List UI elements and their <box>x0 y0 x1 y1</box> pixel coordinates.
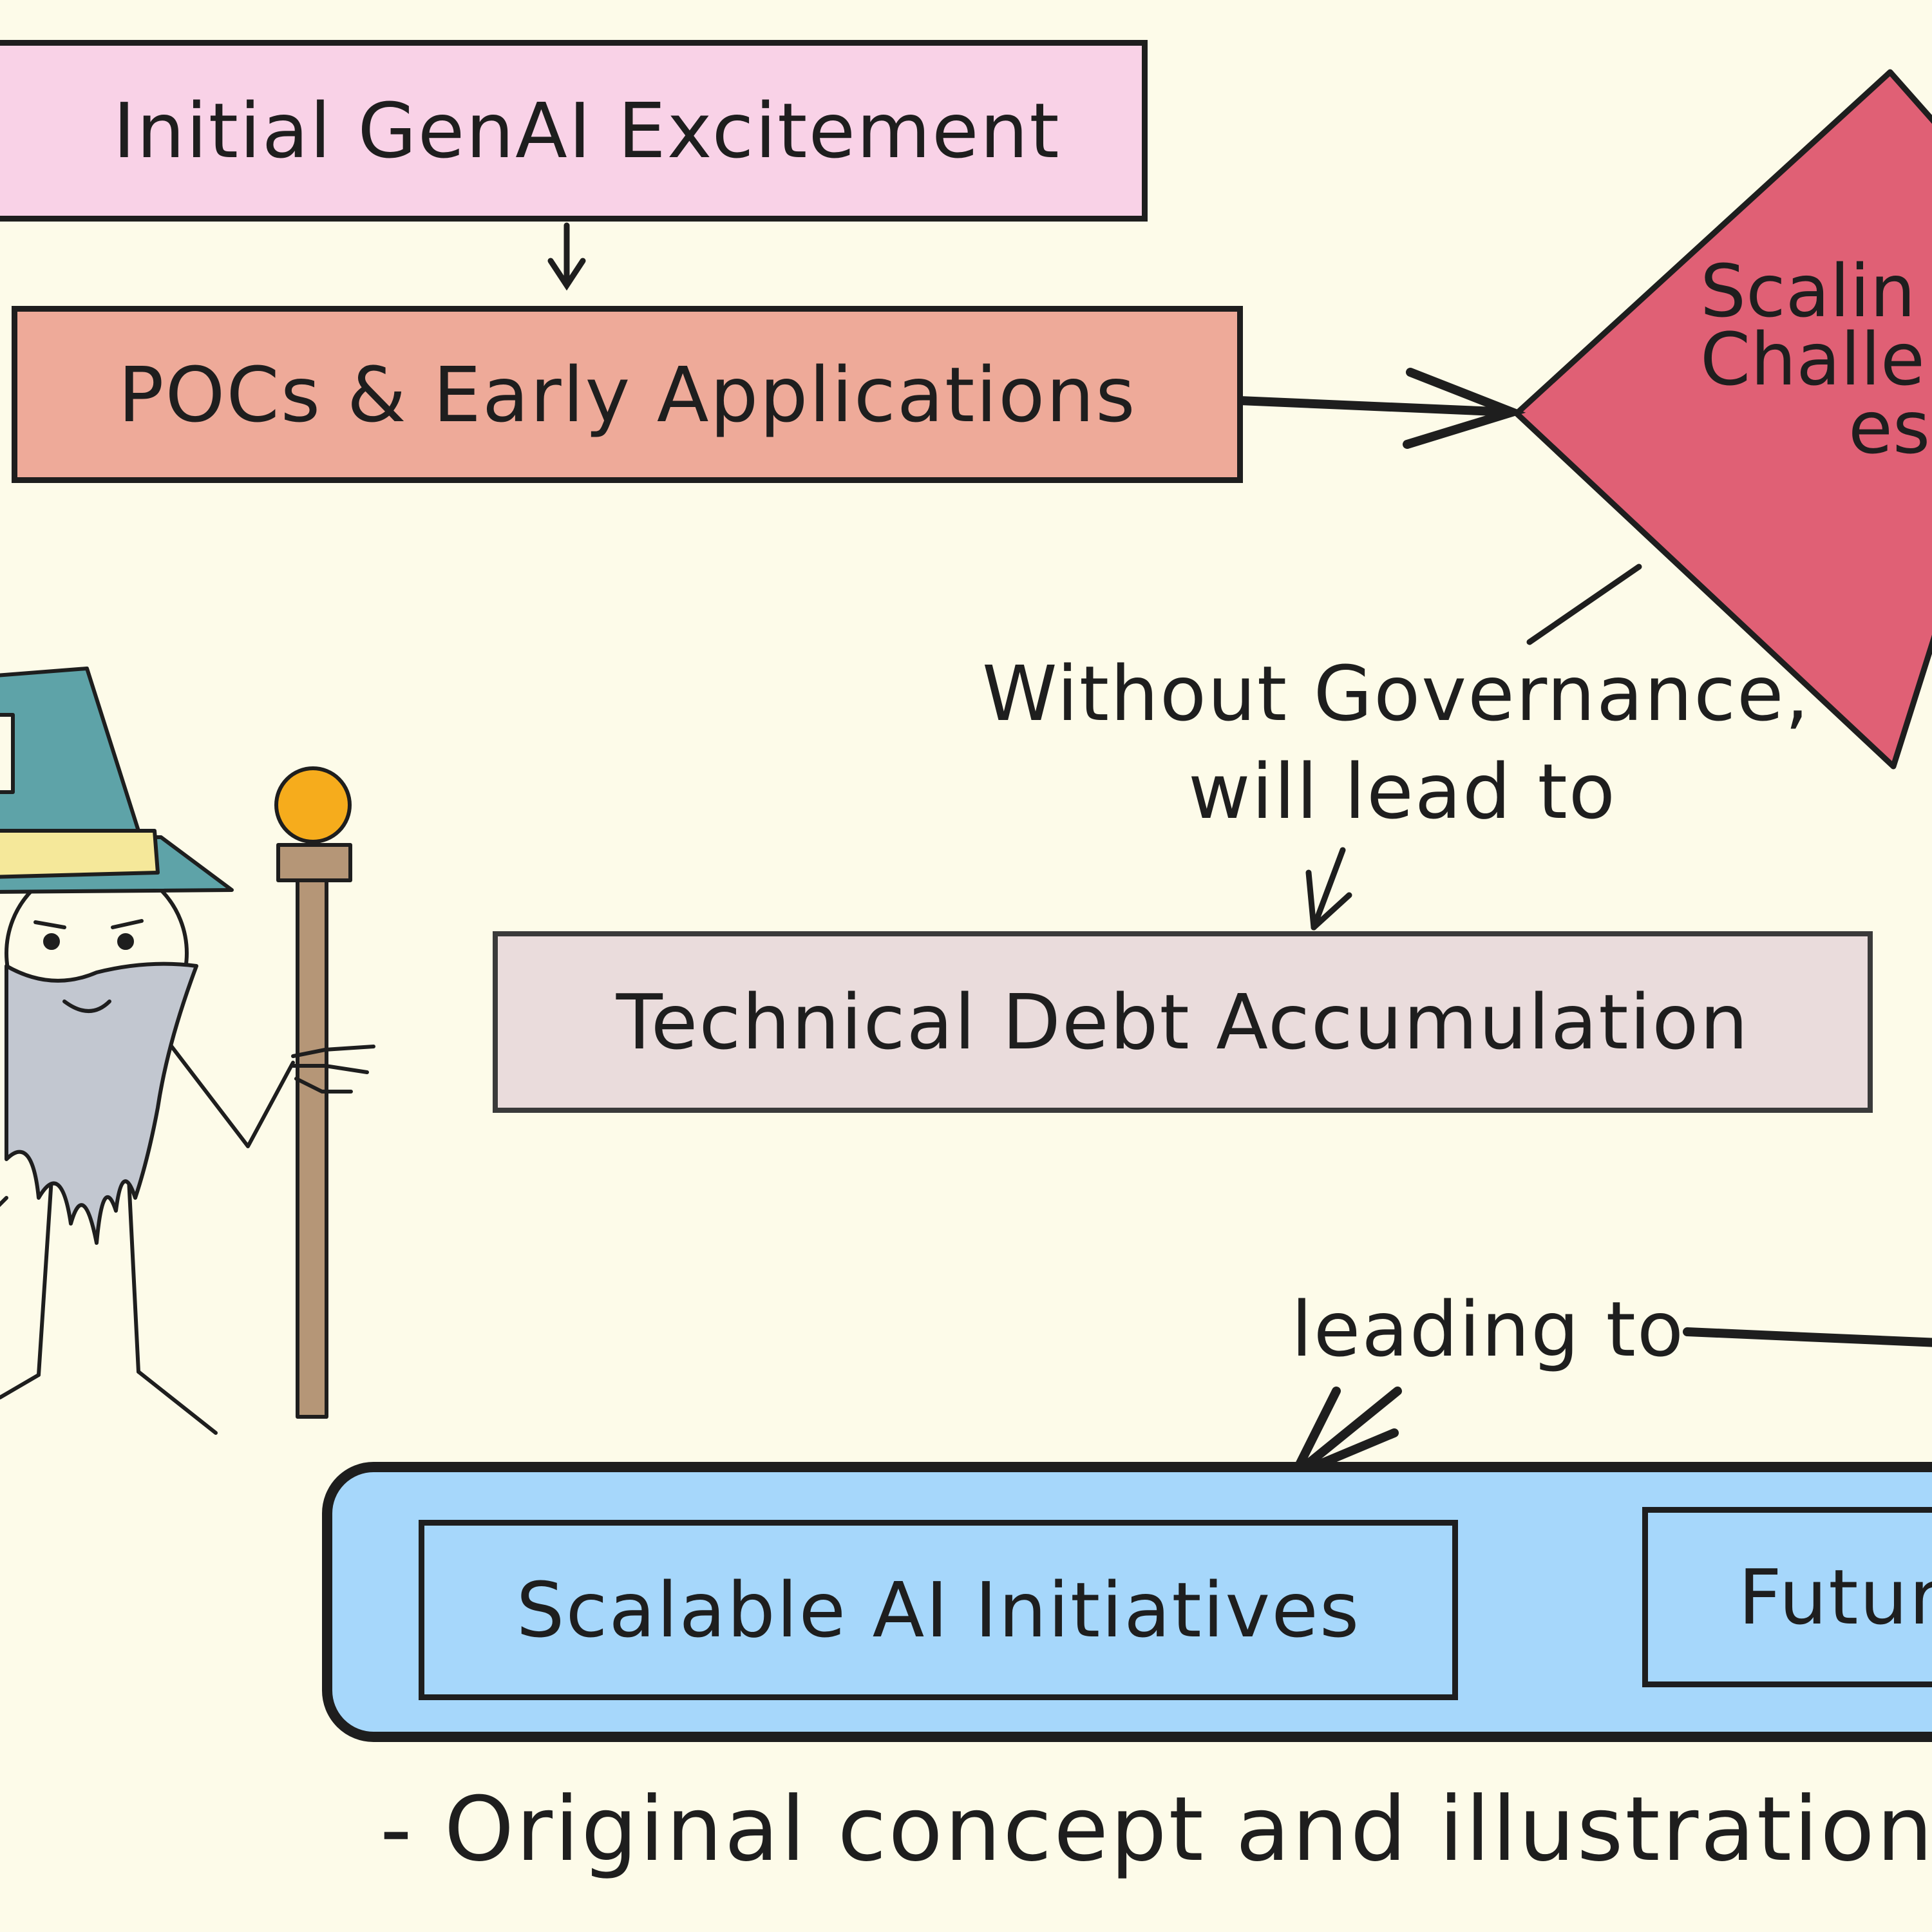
arrow-governance-to-debt <box>1305 847 1352 931</box>
technical-debt-accumulation-label: Technical Debt Accumulation <box>616 978 1750 1066</box>
scalable-ai-initiatives-label: Scalable AI Initiatives <box>516 1566 1361 1654</box>
initial-genai-excitement-label: Initial GenAI Excitement <box>113 86 1061 175</box>
scaling-challenges-line-2: Challe <box>1700 318 1925 402</box>
wizard-hat-band <box>0 829 160 879</box>
scaling-challenges-line-3: es <box>1848 386 1931 470</box>
arrow-excitement-to-pocs <box>547 222 586 291</box>
pocs-early-applications-node[interactable]: POCs & Early Applications <box>12 306 1243 483</box>
edge-label-will-lead-to: will lead to <box>1188 747 1616 836</box>
technical-debt-accumulation-node[interactable]: Technical Debt Accumulation <box>493 931 1873 1113</box>
pocs-early-applications-label: POCs & Early Applications <box>118 350 1137 439</box>
scaling-challenges-line-1: Scalin <box>1700 250 1916 334</box>
staff-pole <box>296 864 328 1419</box>
staff-cap <box>276 843 352 882</box>
scaling-challenges-label: Scalin Challe es <box>1700 250 1932 470</box>
future-label: Futur <box>1738 1553 1932 1642</box>
future-node[interactable]: Futur <box>1642 1507 1932 1687</box>
footer-credit: - Original concept and illustration <box>380 1777 1932 1881</box>
scaling-challenges-diamond[interactable] <box>1513 69 1932 770</box>
edge-label-leading-to: leading to <box>1291 1285 1685 1374</box>
scalable-ai-initiatives-node[interactable]: Scalable AI Initiatives <box>419 1520 1458 1700</box>
wizard-icon <box>0 667 375 1435</box>
wizard-beard <box>5 961 198 1245</box>
connector-diamond-to-governance <box>1526 564 1642 645</box>
initial-genai-excitement-node[interactable]: Initial GenAI Excitement <box>0 40 1148 222</box>
edge-label-without-governance: Without Governance, <box>982 649 1811 738</box>
wizard-hat-cone <box>0 667 140 833</box>
staff-orb <box>274 766 352 844</box>
arrow-pocs-to-diamond <box>1235 368 1526 449</box>
